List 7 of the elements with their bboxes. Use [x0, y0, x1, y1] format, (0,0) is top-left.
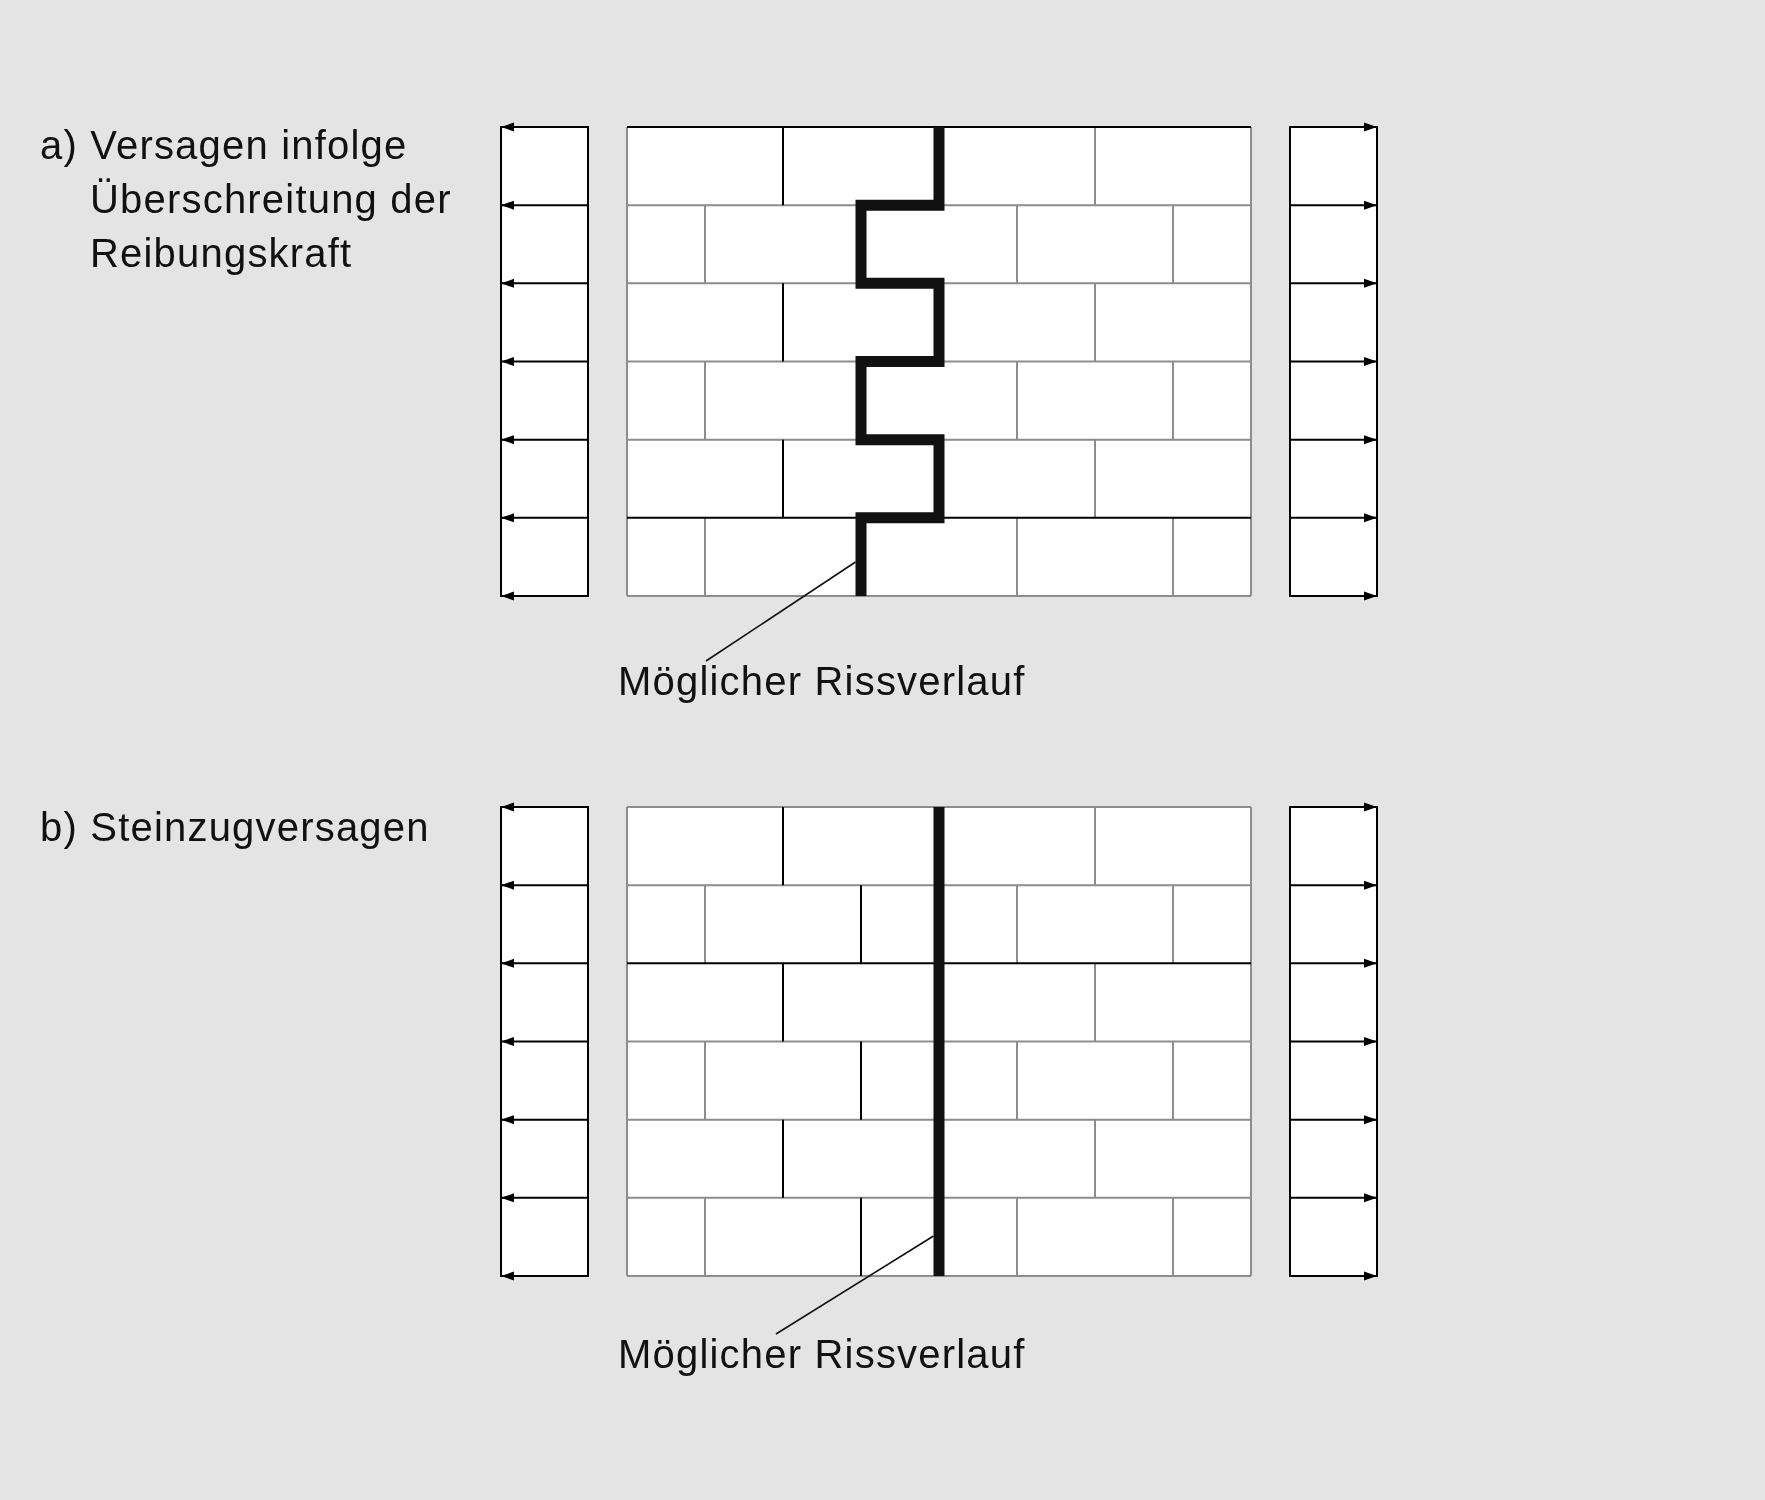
panel-heading: b) Steinzugversagen — [40, 804, 431, 851]
panel-heading: a) Versagen infolge Überschreitung der Reibungskraft — [40, 122, 453, 277]
callout-text: Möglicher Rissverlauf — [618, 1334, 1026, 1374]
leader-line — [775, 1235, 935, 1335]
callout-text: Möglicher Rissverlauf — [618, 661, 1026, 701]
crack-line — [855, 127, 945, 596]
leader-line — [705, 561, 857, 662]
